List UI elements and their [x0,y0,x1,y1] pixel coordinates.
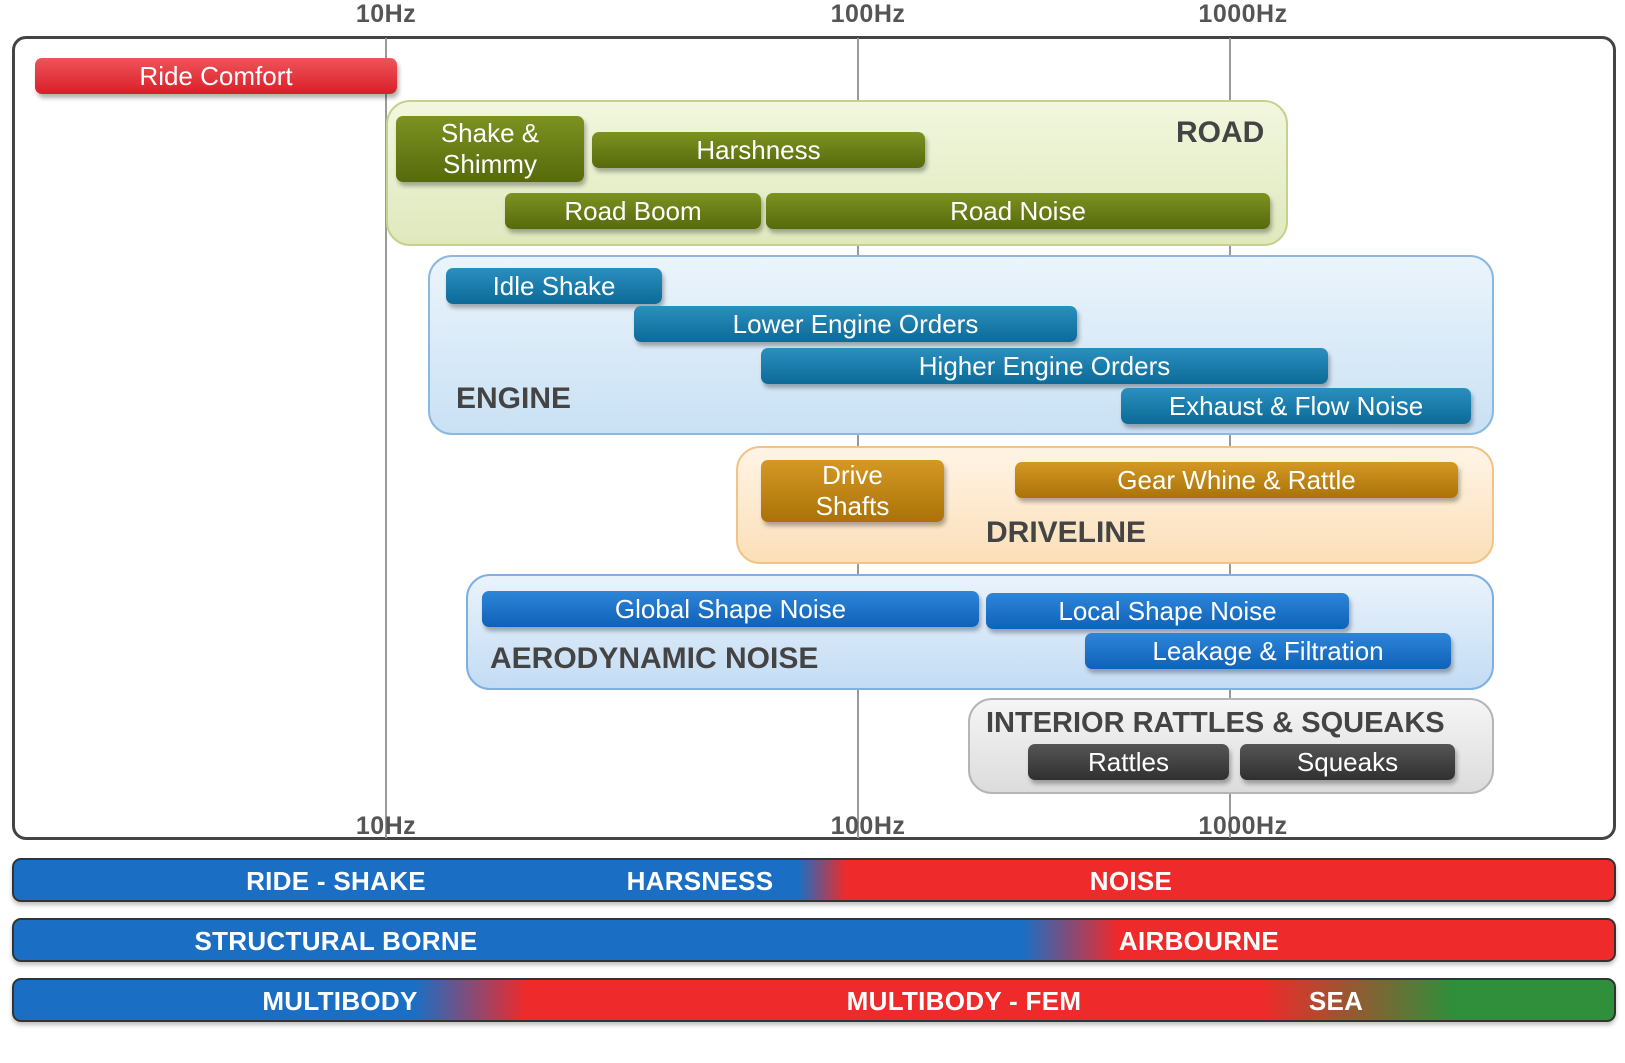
rattles-bar: Rattles [1028,744,1229,780]
local-shape-noise-bar: Local Shape Noise [986,593,1349,629]
axis-label-top-1000hz: 1000Hz [1198,0,1288,28]
drive-shafts-line1: Drive [822,460,883,490]
drive-shafts-bar: Drive Shafts [761,460,944,522]
driveline-group-title: DRIVELINE [986,516,1147,549]
band-multibody-fem-label: MULTIBODY - FEM [846,986,1082,1016]
road-group-title: ROAD [1176,116,1265,149]
gridline-10hz [385,38,387,838]
axis-label-bottom-100hz: 100Hz [830,812,906,840]
band-structural-borne-label: STRUCTURAL BORNE [194,926,478,956]
band-sea-label: SEA [1308,986,1364,1016]
aerodynamic-noise-group-title: AERODYNAMIC NOISE [490,642,819,675]
lower-engine-orders-bar: Lower Engine Orders [634,306,1077,342]
drive-shafts-line2: Shafts [815,491,890,521]
structural-airborne-band: STRUCTURAL BORNE AIRBOURNE [12,918,1616,962]
shake-shimmy-bar: Shake & Shimmy [396,116,584,182]
squeaks-bar: Squeaks [1240,744,1455,780]
interior-rattles-squeaks-title: INTERIOR RATTLES & SQUEAKS [986,707,1445,739]
road-boom-bar: Road Boom [505,193,761,229]
gear-whine-rattle-bar: Gear Whine & Rattle [1015,462,1458,498]
axis-label-bottom-10hz: 10Hz [355,812,417,840]
leakage-filtration-bar: Leakage & Filtration [1085,633,1451,669]
axis-label-bottom-1000hz: 1000Hz [1198,812,1288,840]
band-ride-shake-label: RIDE - SHAKE [246,866,426,896]
exhaust-flow-noise-bar: Exhaust & Flow Noise [1121,388,1471,424]
global-shape-noise-bar: Global Shape Noise [482,591,979,627]
band-airbourne-label: AIRBOURNE [1118,926,1280,956]
higher-engine-orders-bar: Higher Engine Orders [761,348,1328,384]
axis-label-top-100hz: 100Hz [830,0,906,28]
shake-shimmy-line2: Shimmy [443,149,537,179]
idle-shake-bar: Idle Shake [446,268,662,304]
shake-shimmy-line1: Shake & [440,118,540,148]
gridline-100hz [857,38,859,838]
ride-comfort-bar: Ride Comfort [35,58,397,94]
engine-group-title: ENGINE [456,382,572,415]
ride-harshness-noise-band: RIDE - SHAKE HARSNESS NOISE [12,858,1616,902]
band-multibody-label: MULTIBODY [262,986,418,1016]
road-noise-bar: Road Noise [766,193,1270,229]
multibody-fem-sea-band: MULTIBODY MULTIBODY - FEM SEA [12,978,1616,1022]
gridline-1000hz [1229,38,1231,838]
harshness-bar: Harshness [592,132,925,168]
axis-label-top-10hz: 10Hz [355,0,417,28]
band-noise-label: NOISE [1089,866,1173,896]
band-harsness-label: HARSNESS [626,866,774,896]
